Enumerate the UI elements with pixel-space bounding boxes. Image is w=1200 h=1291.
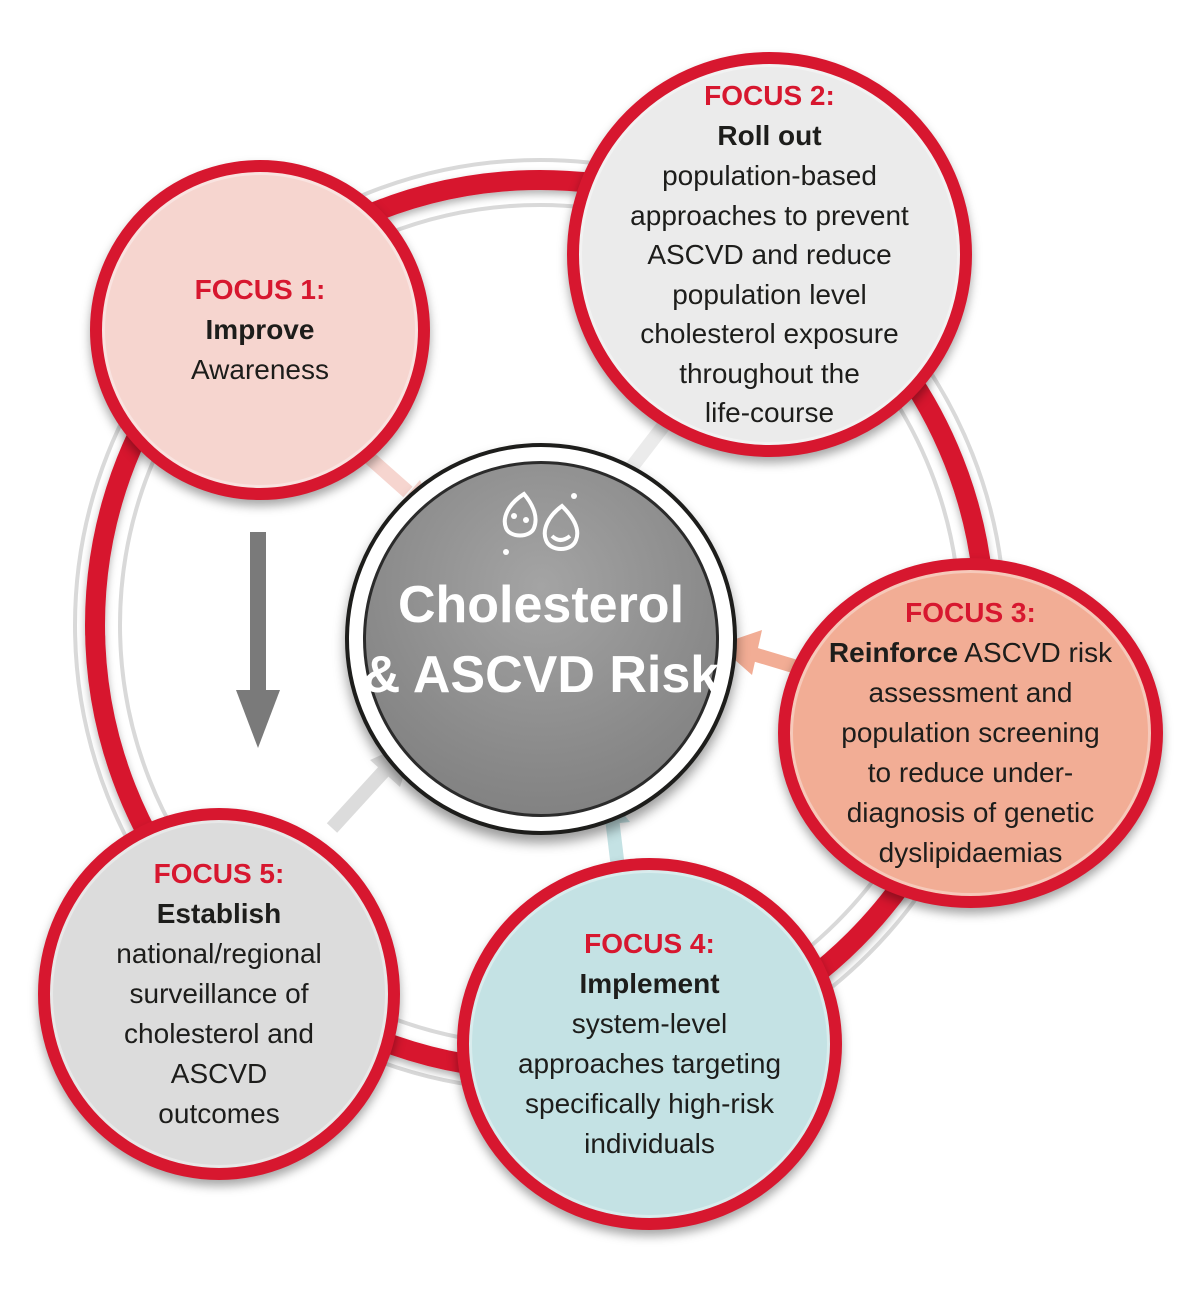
focus-2-body: population-based approaches to prevent A… [630, 160, 909, 429]
center-title-line2: & ASCVD Risk [362, 646, 720, 704]
center-hub-core [363, 461, 719, 817]
focus-1-circle: FOCUS 1: Improve Awareness [90, 160, 430, 500]
flow-down-arrow [236, 532, 280, 748]
focus-5-label: FOCUS 5: [153, 858, 285, 889]
center-hub [345, 443, 737, 835]
focus-1-label: FOCUS 1: [194, 274, 326, 305]
center-title: Cholesterol & ASCVD Risk [345, 570, 737, 710]
focus-3-body-line1: ASCVD risk [958, 637, 1113, 668]
focus-1-lead: Improve [205, 314, 315, 345]
focus-2-lead: Roll out [717, 120, 822, 152]
center-title-line1: Cholesterol [397, 576, 685, 634]
focus-5-lead: Establish [156, 898, 282, 929]
focus-3-label: FOCUS 3: [905, 597, 1036, 628]
cholesterol-drops-icon [502, 491, 580, 555]
focus-4-label: FOCUS 4: [584, 928, 715, 959]
focus-3-circle: FOCUS 3: Reinforce ASCVD risk assessment… [778, 558, 1163, 908]
focus-2-circle: FOCUS 2: Roll out population-based appro… [567, 52, 972, 457]
focus-3-first-line: Reinforce ASCVD risk [829, 633, 1112, 673]
focus-3-body: assessment and population screening to r… [841, 677, 1100, 868]
focus-5-circle: FOCUS 5: Establish national/regional sur… [38, 808, 400, 1180]
focus-4-body: system-level approaches targeting specif… [517, 1008, 782, 1159]
focus-5-body: national/regional surveillance of choles… [116, 938, 322, 1129]
focus-3-lead: Reinforce [828, 637, 959, 668]
focus-1-body: Awareness [190, 354, 329, 385]
focus-2-label: FOCUS 2: [704, 80, 835, 112]
focus-4-circle: FOCUS 4: Implement system-level approach… [457, 858, 842, 1230]
focus-4-lead: Implement [579, 968, 720, 999]
